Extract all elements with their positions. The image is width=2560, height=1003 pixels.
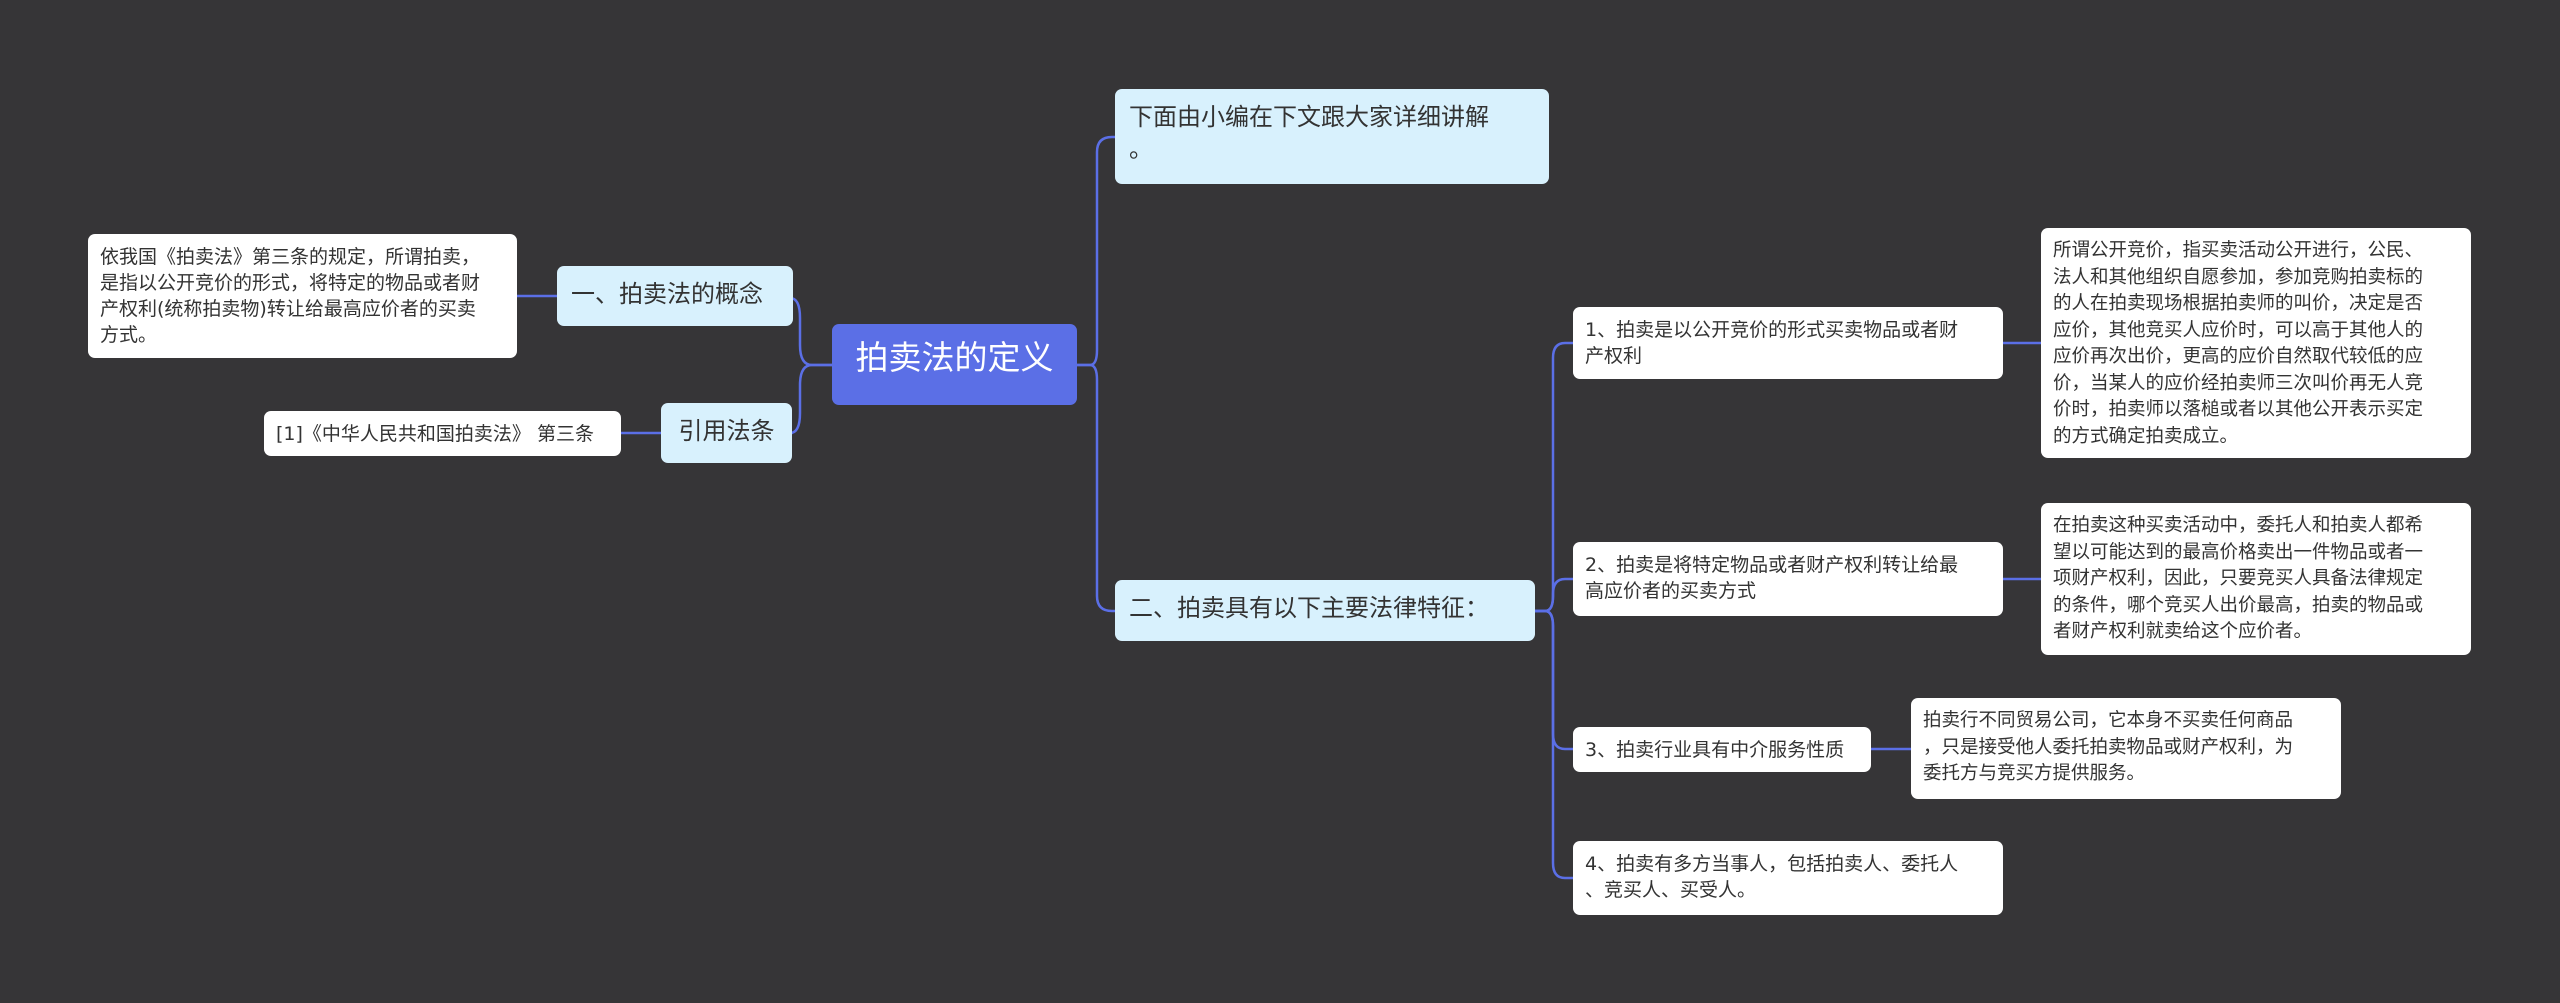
branch-concept[interactable]: 一、拍卖法的概念 bbox=[557, 266, 793, 326]
branch-intro[interactable]: 下面由小编在下文跟大家详细讲解 。 bbox=[1115, 89, 1549, 184]
connector-features-item2 bbox=[1533, 577, 1575, 613]
feature-item-2-detail[interactable]: 在拍卖这种买卖活动中，委托人和拍卖人都希 望以可能达到的最高价格卖出一件物品或者… bbox=[2041, 503, 2471, 655]
connector-root-concept bbox=[789, 296, 834, 367]
feature-item-3[interactable]: 3、拍卖行业具有中介服务性质 bbox=[1573, 727, 1871, 772]
connector-root-intro bbox=[1075, 135, 1117, 367]
root-node[interactable]: 拍卖法的定义 bbox=[832, 324, 1077, 405]
leaf-concept-detail[interactable]: 依我国《拍卖法》第三条的规定，所谓拍卖， 是指以公开竞价的形式，将特定的物品或者… bbox=[88, 234, 517, 358]
leaf-citation-detail[interactable]: [1]《中华人民共和国拍卖法》 第三条 bbox=[264, 411, 621, 456]
connector-features-item4 bbox=[1533, 609, 1575, 880]
feature-item-4[interactable]: 4、拍卖有多方当事人，包括拍卖人、委托人 、竞买人、买受人。 bbox=[1573, 841, 2003, 915]
feature-item-1[interactable]: 1、拍卖是以公开竞价的形式买卖物品或者财 产权利 bbox=[1573, 307, 2003, 379]
branch-citation[interactable]: 引用法条 bbox=[661, 403, 792, 463]
connector-root-citation bbox=[789, 363, 834, 435]
feature-item-1-detail[interactable]: 所谓公开竞价，指买卖活动公开进行，公民、 法人和其他组织自愿参加，参加竞购拍卖标… bbox=[2041, 228, 2471, 458]
connector-features-item1 bbox=[1533, 341, 1575, 613]
branch-features[interactable]: 二、拍卖具有以下主要法律特征： bbox=[1115, 580, 1535, 641]
feature-item-2[interactable]: 2、拍卖是将特定物品或者财产权利转让给最 高应价者的买卖方式 bbox=[1573, 542, 2003, 616]
connector-root-features bbox=[1075, 363, 1117, 613]
feature-item-3-detail[interactable]: 拍卖行不同贸易公司，它本身不买卖任何商品 ，只是接受他人委托拍卖物品或财产权利，… bbox=[1911, 698, 2341, 799]
